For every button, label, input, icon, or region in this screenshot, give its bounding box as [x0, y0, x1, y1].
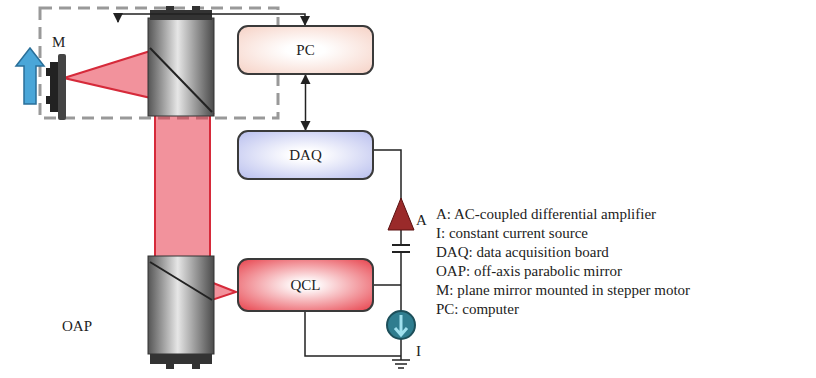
part-label: M	[52, 34, 65, 51]
amplifier-symbol	[388, 198, 414, 230]
part-label: OAP	[62, 318, 92, 335]
part-label: A	[416, 212, 427, 229]
oap-cylinder	[148, 256, 214, 369]
box-label: QCL	[291, 277, 321, 294]
capacitor-symbol	[392, 245, 410, 252]
box-label: DAQ	[289, 147, 322, 164]
part-label: I	[416, 343, 421, 360]
mirror-cylinder	[148, 6, 214, 116]
legend-note: DAQ: data acquisition board	[436, 244, 609, 261]
computer-box: PC	[237, 25, 374, 75]
laser-box: QCL	[237, 258, 374, 312]
legend-note: M: plane mirror mounted in stepper motor	[436, 282, 690, 299]
legend-note: OAP: off-axis parabolic mirror	[436, 263, 622, 280]
daq-box: DAQ	[237, 130, 374, 180]
legend-note: A: AC-coupled differential amplifier	[436, 206, 656, 223]
legend-note: PC: computer	[436, 301, 519, 318]
plane-mirror	[46, 54, 66, 120]
motion-arrow	[16, 48, 44, 104]
ground-symbol	[392, 360, 410, 368]
control-line	[118, 14, 305, 25]
data-link	[305, 75, 307, 130]
current-source-symbol	[387, 311, 415, 339]
box-label: PC	[296, 42, 314, 59]
legend-note: I: constant current source	[436, 225, 588, 242]
